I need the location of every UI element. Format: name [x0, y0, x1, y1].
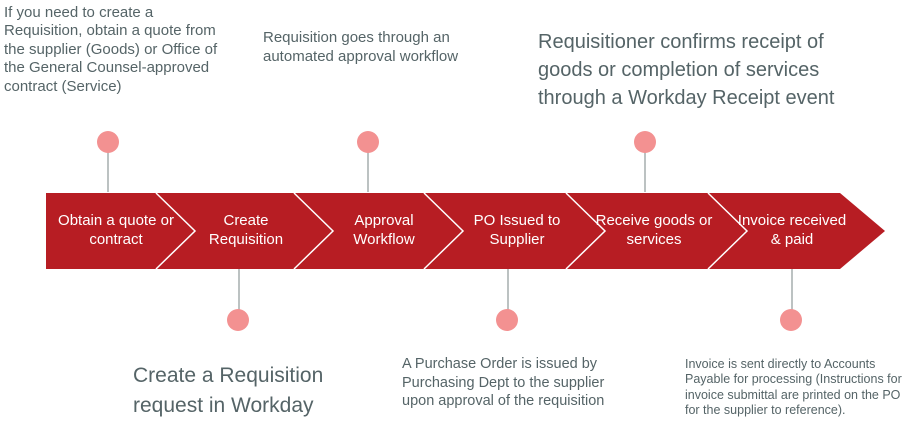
connector-dot [496, 309, 518, 331]
connector-line [791, 268, 793, 320]
connector-dot [357, 131, 379, 153]
note-approval-workflow: Requisition goes through an automated ap… [263, 29, 459, 65]
connector-dot [227, 309, 249, 331]
connector-line [644, 142, 646, 192]
connector-line [367, 142, 369, 192]
connector-dot [634, 131, 656, 153]
connector-line [238, 268, 240, 320]
note-receipt-event: Requisitioner confirms receipt of goods … [538, 31, 835, 109]
timeline-step-po-issued: PO Issued to Supplier [473, 212, 561, 248]
connector-dot [780, 309, 802, 331]
timeline-arrow-shape [46, 192, 885, 270]
timeline-step-obtain-quote: Obtain a quote or contract [58, 212, 174, 248]
connector-line [107, 142, 109, 192]
note-create-requisition: Create a Requisition request in Workday [133, 364, 324, 417]
timeline-step-receive-goods: Receive goods or services [595, 212, 713, 248]
connector-dot [97, 131, 119, 153]
note-obtain-quote: If you need to create a Requisition, obt… [4, 4, 218, 95]
timeline-step-invoice-paid: Invoice received & paid [737, 212, 847, 248]
timeline-step-approval-workflow: Approval Workflow [353, 212, 415, 248]
timeline-step-create-requisition: Create Requisition [208, 212, 284, 248]
note-invoice-accounts-payable: Invoice is sent directly to Accounts Pay… [685, 357, 902, 417]
note-purchase-order: A Purchase Order is issued by Purchasing… [402, 356, 605, 409]
connector-line [507, 268, 509, 320]
